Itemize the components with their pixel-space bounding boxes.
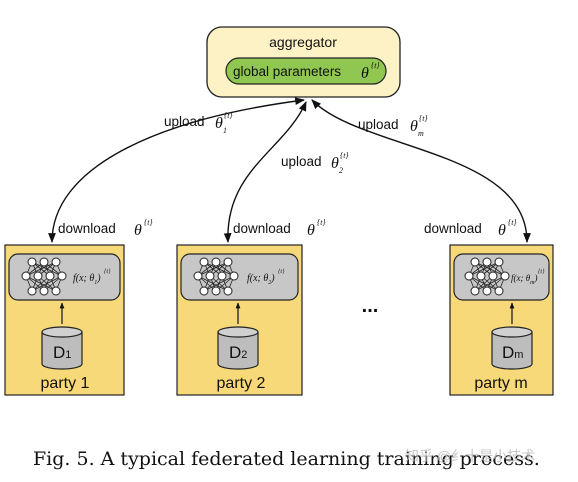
nn-neuron	[205, 271, 215, 281]
neural-network-icon	[464, 257, 510, 296]
party-1: f(x; θ1) {t} D1 party 1	[4, 244, 125, 396]
nn-neuron	[57, 271, 67, 281]
nn-neuron	[27, 286, 37, 296]
database-icon: D2	[217, 326, 259, 370]
upload-theta: θ	[331, 155, 339, 172]
aggregator-node: aggregator global parameters θ {t}	[206, 26, 401, 98]
upload-text: upload	[358, 117, 399, 132]
nn-neuron	[199, 257, 209, 267]
database-icon: Dm	[491, 326, 533, 370]
nn-neuron	[470, 286, 480, 296]
upload-sub: 1	[223, 126, 227, 135]
nn-edge	[197, 261, 229, 277]
dataset-label: D2	[229, 343, 247, 362]
download-label-2: download θ {t}	[233, 218, 326, 239]
nn-neuron	[464, 271, 474, 281]
download-text: download	[233, 221, 291, 236]
nn-neuron	[45, 271, 55, 281]
global-parameters-label: global parameters	[233, 64, 341, 79]
nn-edge	[474, 275, 506, 292]
local-model-sup: {t}	[278, 269, 285, 275]
local-model-fx: f(x; θ2)	[247, 273, 275, 286]
upload-sub: m	[418, 129, 424, 138]
download-sup: {t}	[317, 218, 326, 227]
nn-neuron	[211, 257, 221, 267]
download-text: download	[58, 221, 116, 236]
nn-neuron	[51, 286, 61, 296]
local-model-sup: {t}	[104, 269, 111, 275]
upload-label-2: upload θ 2 {t}	[281, 151, 349, 175]
nn-neuron	[488, 271, 498, 281]
nn-neuron	[21, 271, 31, 281]
local-model-fx: f(x; θm)	[511, 273, 538, 286]
database-icon: D1	[41, 326, 83, 370]
local-model-box	[180, 253, 299, 301]
nn-neuron	[33, 271, 43, 281]
upload-label-1: upload θ 1 {t}	[164, 111, 233, 135]
nn-neuron	[199, 286, 209, 296]
watermark: 知乎 @纟十是小技术	[405, 448, 535, 464]
download-label-1: download θ {t}	[58, 218, 153, 239]
nn-edge	[203, 275, 235, 292]
upload-theta: θ	[410, 118, 418, 135]
party-name: party 1	[41, 375, 90, 392]
nn-edge	[31, 275, 63, 292]
download-theta: θ	[134, 222, 142, 239]
arrow-party-m	[311, 99, 531, 243]
nn-edge	[25, 261, 57, 277]
nn-neuron	[193, 271, 203, 281]
download-text: download	[424, 221, 482, 236]
nn-neuron	[211, 286, 221, 296]
nn-neuron	[39, 257, 49, 267]
global-parameters-sup: {t}	[371, 61, 380, 70]
nn-neuron	[51, 257, 61, 267]
download-label-m: download θ {t}	[424, 218, 517, 239]
more-parties-ellipsis: ...	[362, 295, 379, 317]
upload-sup: {t}	[340, 151, 349, 160]
download-sup: {t}	[508, 218, 517, 227]
neural-network-icon	[193, 257, 239, 296]
party-m: f(x; θm) {t} Dm party m	[449, 244, 554, 396]
upload-sup: {t}	[224, 111, 233, 120]
nn-neuron	[217, 271, 227, 281]
nn-neuron	[229, 271, 239, 281]
nn-neuron	[223, 257, 233, 267]
figure-caption: Fig. 5. A typical federated learning tra…	[33, 448, 540, 470]
download-theta: θ	[307, 222, 315, 239]
upload-theta: θ	[215, 115, 223, 132]
nn-neuron	[39, 286, 49, 296]
upload-sup: {t}	[419, 114, 428, 123]
nn-neuron	[27, 257, 37, 267]
global-parameters-pill	[225, 57, 387, 85]
arrow-party-2	[223, 101, 307, 243]
nn-neuron	[482, 286, 492, 296]
dataset-label: Dm	[502, 343, 523, 362]
communication-arrows	[48, 97, 531, 243]
nn-neuron	[482, 257, 492, 267]
aggregator-title: aggregator	[269, 34, 337, 50]
nn-neuron	[223, 286, 233, 296]
nn-edge	[468, 261, 500, 277]
nn-neuron	[500, 271, 510, 281]
neural-network-icon	[21, 257, 67, 296]
dataset-label: D1	[53, 343, 71, 362]
local-model-sup: {t}	[538, 269, 545, 275]
party-name: party m	[474, 375, 527, 392]
nn-neuron	[476, 271, 486, 281]
local-model-fx: f(x; θ1)	[73, 273, 101, 286]
download-sup: {t}	[144, 218, 153, 227]
nn-neuron	[494, 257, 504, 267]
upload-text: upload	[281, 154, 322, 169]
upload-text: upload	[164, 114, 205, 129]
nn-neuron	[470, 257, 480, 267]
global-parameters-symbol: θ	[361, 65, 369, 82]
download-theta: θ	[498, 222, 506, 239]
party-name: party 2	[217, 375, 266, 392]
upload-sub: 2	[339, 166, 343, 175]
upload-label-m: upload θ m {t}	[358, 114, 428, 138]
nn-neuron	[494, 286, 504, 296]
party-2: f(x; θ2) {t} D2 party 2	[176, 244, 303, 396]
